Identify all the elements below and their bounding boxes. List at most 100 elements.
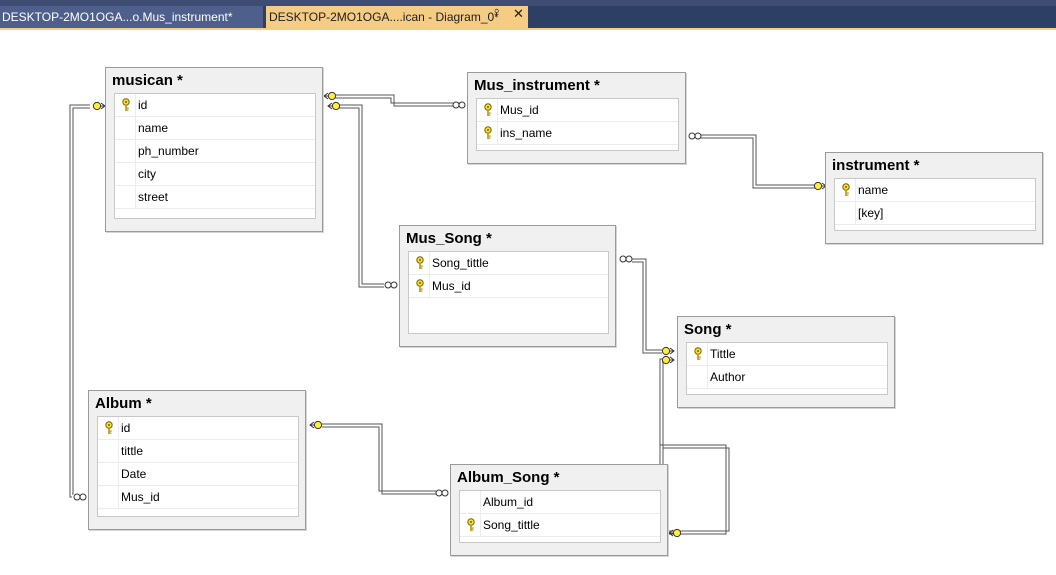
row-selector[interactable] bbox=[115, 140, 136, 162]
table-column-row[interactable]: [key] bbox=[835, 202, 1035, 225]
column-name: Mus_id bbox=[500, 103, 539, 117]
row-selector[interactable] bbox=[115, 94, 136, 116]
column-name: Author bbox=[710, 370, 746, 384]
table-column-row[interactable]: name bbox=[835, 179, 1035, 202]
rel-musican-album bbox=[69, 104, 90, 498]
row-selector[interactable] bbox=[477, 122, 498, 144]
column-name: ins_name bbox=[500, 126, 553, 140]
row-selector[interactable] bbox=[98, 463, 119, 485]
table-column-row[interactable]: Date bbox=[98, 463, 298, 486]
key-connector-icon bbox=[309, 420, 323, 430]
infinity-connector-icon bbox=[619, 255, 633, 263]
table-column-row[interactable]: street bbox=[115, 186, 315, 209]
row-selector[interactable] bbox=[835, 179, 856, 201]
key-connector-icon bbox=[92, 101, 106, 111]
table-column-row[interactable]: ph_number bbox=[115, 140, 315, 163]
key-connector-icon bbox=[661, 355, 675, 365]
key-icon bbox=[841, 183, 851, 197]
table-column-row[interactable]: name bbox=[115, 117, 315, 140]
row-selector[interactable] bbox=[687, 366, 708, 388]
column-name: Date bbox=[121, 467, 147, 481]
table-title: Mus_Song * bbox=[406, 230, 492, 247]
row-selector[interactable] bbox=[460, 514, 481, 536]
table-column-row[interactable]: Tittle bbox=[687, 343, 887, 366]
table-title: Album_Song * bbox=[457, 469, 560, 486]
key-icon bbox=[121, 98, 131, 112]
column-list: name [key] bbox=[834, 178, 1036, 231]
key-connector-icon bbox=[323, 91, 337, 101]
table-column-row[interactable]: ins_name bbox=[477, 122, 678, 145]
table-column-row[interactable]: id bbox=[98, 417, 298, 440]
rel-musican-mus-song bbox=[336, 104, 384, 285]
key-connector-icon bbox=[327, 101, 341, 111]
column-name: [key] bbox=[858, 206, 884, 220]
row-selector[interactable] bbox=[115, 186, 136, 208]
close-icon[interactable]: ✕ bbox=[513, 6, 524, 21]
table-column-row[interactable]: Mus_id bbox=[409, 275, 608, 298]
table-column-row[interactable]: Song_tittle bbox=[409, 252, 608, 275]
column-list: Mus_id ins_name bbox=[476, 98, 679, 151]
table-column-row[interactable]: Mus_id bbox=[98, 486, 298, 509]
key-connector-icon bbox=[661, 346, 675, 356]
pin-icon[interactable]: ⫯ bbox=[494, 6, 500, 20]
tab-mus-instrument[interactable]: DESKTOP-2MO1OGA...o.Mus_instrument* bbox=[0, 6, 263, 28]
row-selector[interactable] bbox=[409, 252, 430, 274]
row-selector[interactable] bbox=[115, 163, 136, 185]
row-selector[interactable] bbox=[460, 491, 481, 513]
table-column-row[interactable]: tittle bbox=[98, 440, 298, 463]
key-icon bbox=[483, 126, 493, 140]
key-connector-icon bbox=[668, 528, 682, 538]
table-title: Mus_instrument * bbox=[474, 77, 600, 94]
rel-album-album-song bbox=[322, 423, 436, 495]
column-name: id bbox=[121, 421, 131, 435]
table-title: Album * bbox=[95, 395, 152, 412]
infinity-connector-icon bbox=[688, 132, 702, 140]
table-column-row[interactable]: Author bbox=[687, 366, 887, 389]
document-tab-strip: DESKTOP-2MO1OGA...o.Mus_instrument* DESK… bbox=[0, 6, 1056, 30]
column-name: ph_number bbox=[138, 144, 199, 158]
row-selector[interactable] bbox=[98, 440, 119, 462]
rel-musican-mus-instrument bbox=[330, 94, 460, 107]
table-mus-instrument[interactable]: Mus_instrument * Mus_id ins_name bbox=[467, 72, 686, 164]
row-selector[interactable] bbox=[98, 486, 119, 508]
row-selector[interactable] bbox=[477, 99, 498, 121]
row-selector[interactable] bbox=[98, 417, 119, 439]
tab-label: DESKTOP-2MO1OGA....ican - Diagram_0* bbox=[269, 10, 499, 24]
column-name: Album_id bbox=[483, 495, 534, 509]
row-selector[interactable] bbox=[687, 343, 708, 365]
table-column-row[interactable]: city bbox=[115, 163, 315, 186]
table-column-row[interactable]: id bbox=[115, 94, 315, 117]
infinity-connector-icon bbox=[384, 281, 398, 289]
row-selector[interactable] bbox=[835, 202, 856, 224]
column-name: Song_tittle bbox=[483, 518, 540, 532]
table-column-row[interactable]: Song_tittle bbox=[460, 514, 660, 537]
key-icon bbox=[415, 256, 425, 270]
column-name: name bbox=[138, 121, 169, 135]
table-column-row[interactable]: Album_id bbox=[460, 491, 660, 514]
table-instrument[interactable]: instrument * name[key] bbox=[825, 152, 1043, 244]
table-column-row[interactable]: Mus_id bbox=[477, 99, 678, 122]
key-icon bbox=[415, 279, 425, 293]
row-selector[interactable] bbox=[409, 275, 430, 297]
column-name: Song_tittle bbox=[432, 256, 489, 270]
column-name: street bbox=[138, 190, 169, 204]
column-name: Mus_id bbox=[432, 279, 471, 293]
table-title: Song * bbox=[684, 321, 732, 338]
column-name: Mus_id bbox=[121, 490, 160, 504]
row-selector[interactable] bbox=[115, 117, 136, 139]
key-icon bbox=[483, 103, 493, 117]
tab-diagram[interactable]: DESKTOP-2MO1OGA....ican - Diagram_0* bbox=[266, 6, 528, 28]
column-name: city bbox=[138, 167, 156, 181]
key-icon bbox=[104, 421, 114, 435]
